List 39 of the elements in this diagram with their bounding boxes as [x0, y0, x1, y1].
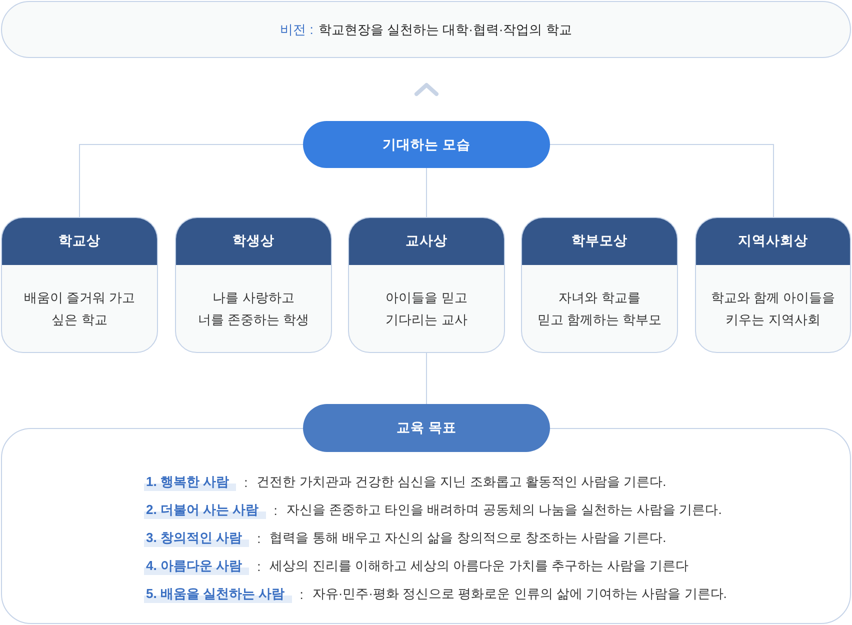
goal-name: 5. 배움을 실천하는 사람 — [144, 585, 292, 603]
goal-description: 자유·민주·평화 정신으로 평화로운 인류의 삶에 기여하는 사람을 기른다. — [312, 585, 727, 603]
goal-description: 건전한 가치관과 건강한 심신을 지닌 조화롭고 활동적인 사람을 기른다. — [256, 473, 666, 491]
vision-label: 비전 : — [280, 20, 314, 38]
card-text: 배움이 즐거워 가고 싶은 학교 — [24, 288, 136, 328]
goal-name: 1. 행복한 사람 — [144, 473, 236, 491]
connector-line — [426, 352, 427, 404]
colon-separator: : — [244, 474, 248, 490]
card — [175, 217, 332, 353]
card-text: 아이들을 믿고 기다리는 교사 — [386, 288, 468, 328]
card — [521, 217, 678, 353]
heading-pill: 교육 목표 — [303, 404, 550, 452]
card-text: 나를 사랑하고 너를 존중하는 학생 — [198, 288, 310, 328]
card-header: 학부모상 — [522, 218, 677, 265]
goal-description: 자신을 존중하고 타인을 배려하며 공동체의 나눔을 실천하는 사람을 기른다. — [286, 501, 722, 519]
card — [695, 217, 851, 353]
card-text: 학교와 함께 아이들을 키우는 지역사회 — [710, 288, 836, 328]
connector-line — [79, 144, 304, 218]
colon-separator: : — [274, 502, 278, 518]
connector-line — [550, 144, 774, 218]
connector-line — [426, 168, 427, 218]
goal-name: 2. 더불어 사는 사람 — [144, 501, 266, 519]
card-text: 자녀와 학교를 믿고 함께하는 학부모 — [537, 288, 662, 328]
card-header: 학생상 — [176, 218, 331, 265]
card — [348, 217, 505, 353]
card — [1, 217, 158, 353]
colon-separator: : — [257, 558, 261, 574]
chevron-arrow — [414, 83, 438, 96]
card-header: 지역사회상 — [696, 218, 850, 265]
heading-pill: 기대하는 모습 — [303, 121, 550, 168]
goal-name: 3. 창의적인 사람 — [144, 529, 250, 547]
card-header: 학교상 — [2, 218, 157, 265]
goal-description: 협력을 통해 배우고 자신의 삶을 창의적으로 창조하는 사람을 기른다. — [270, 529, 666, 547]
goal-description: 세상의 진리를 이해하고 세상의 아름다운 가치를 추구하는 사람을 기른다 — [270, 557, 689, 575]
goal-name: 4. 아름다운 사람 — [144, 557, 250, 575]
vision-text: 학교현장을 실천하는 대학·협력·작업의 학교 — [318, 20, 572, 38]
colon-separator: : — [300, 586, 304, 602]
colon-separator: : — [257, 530, 261, 546]
card-header: 교사상 — [349, 218, 504, 265]
